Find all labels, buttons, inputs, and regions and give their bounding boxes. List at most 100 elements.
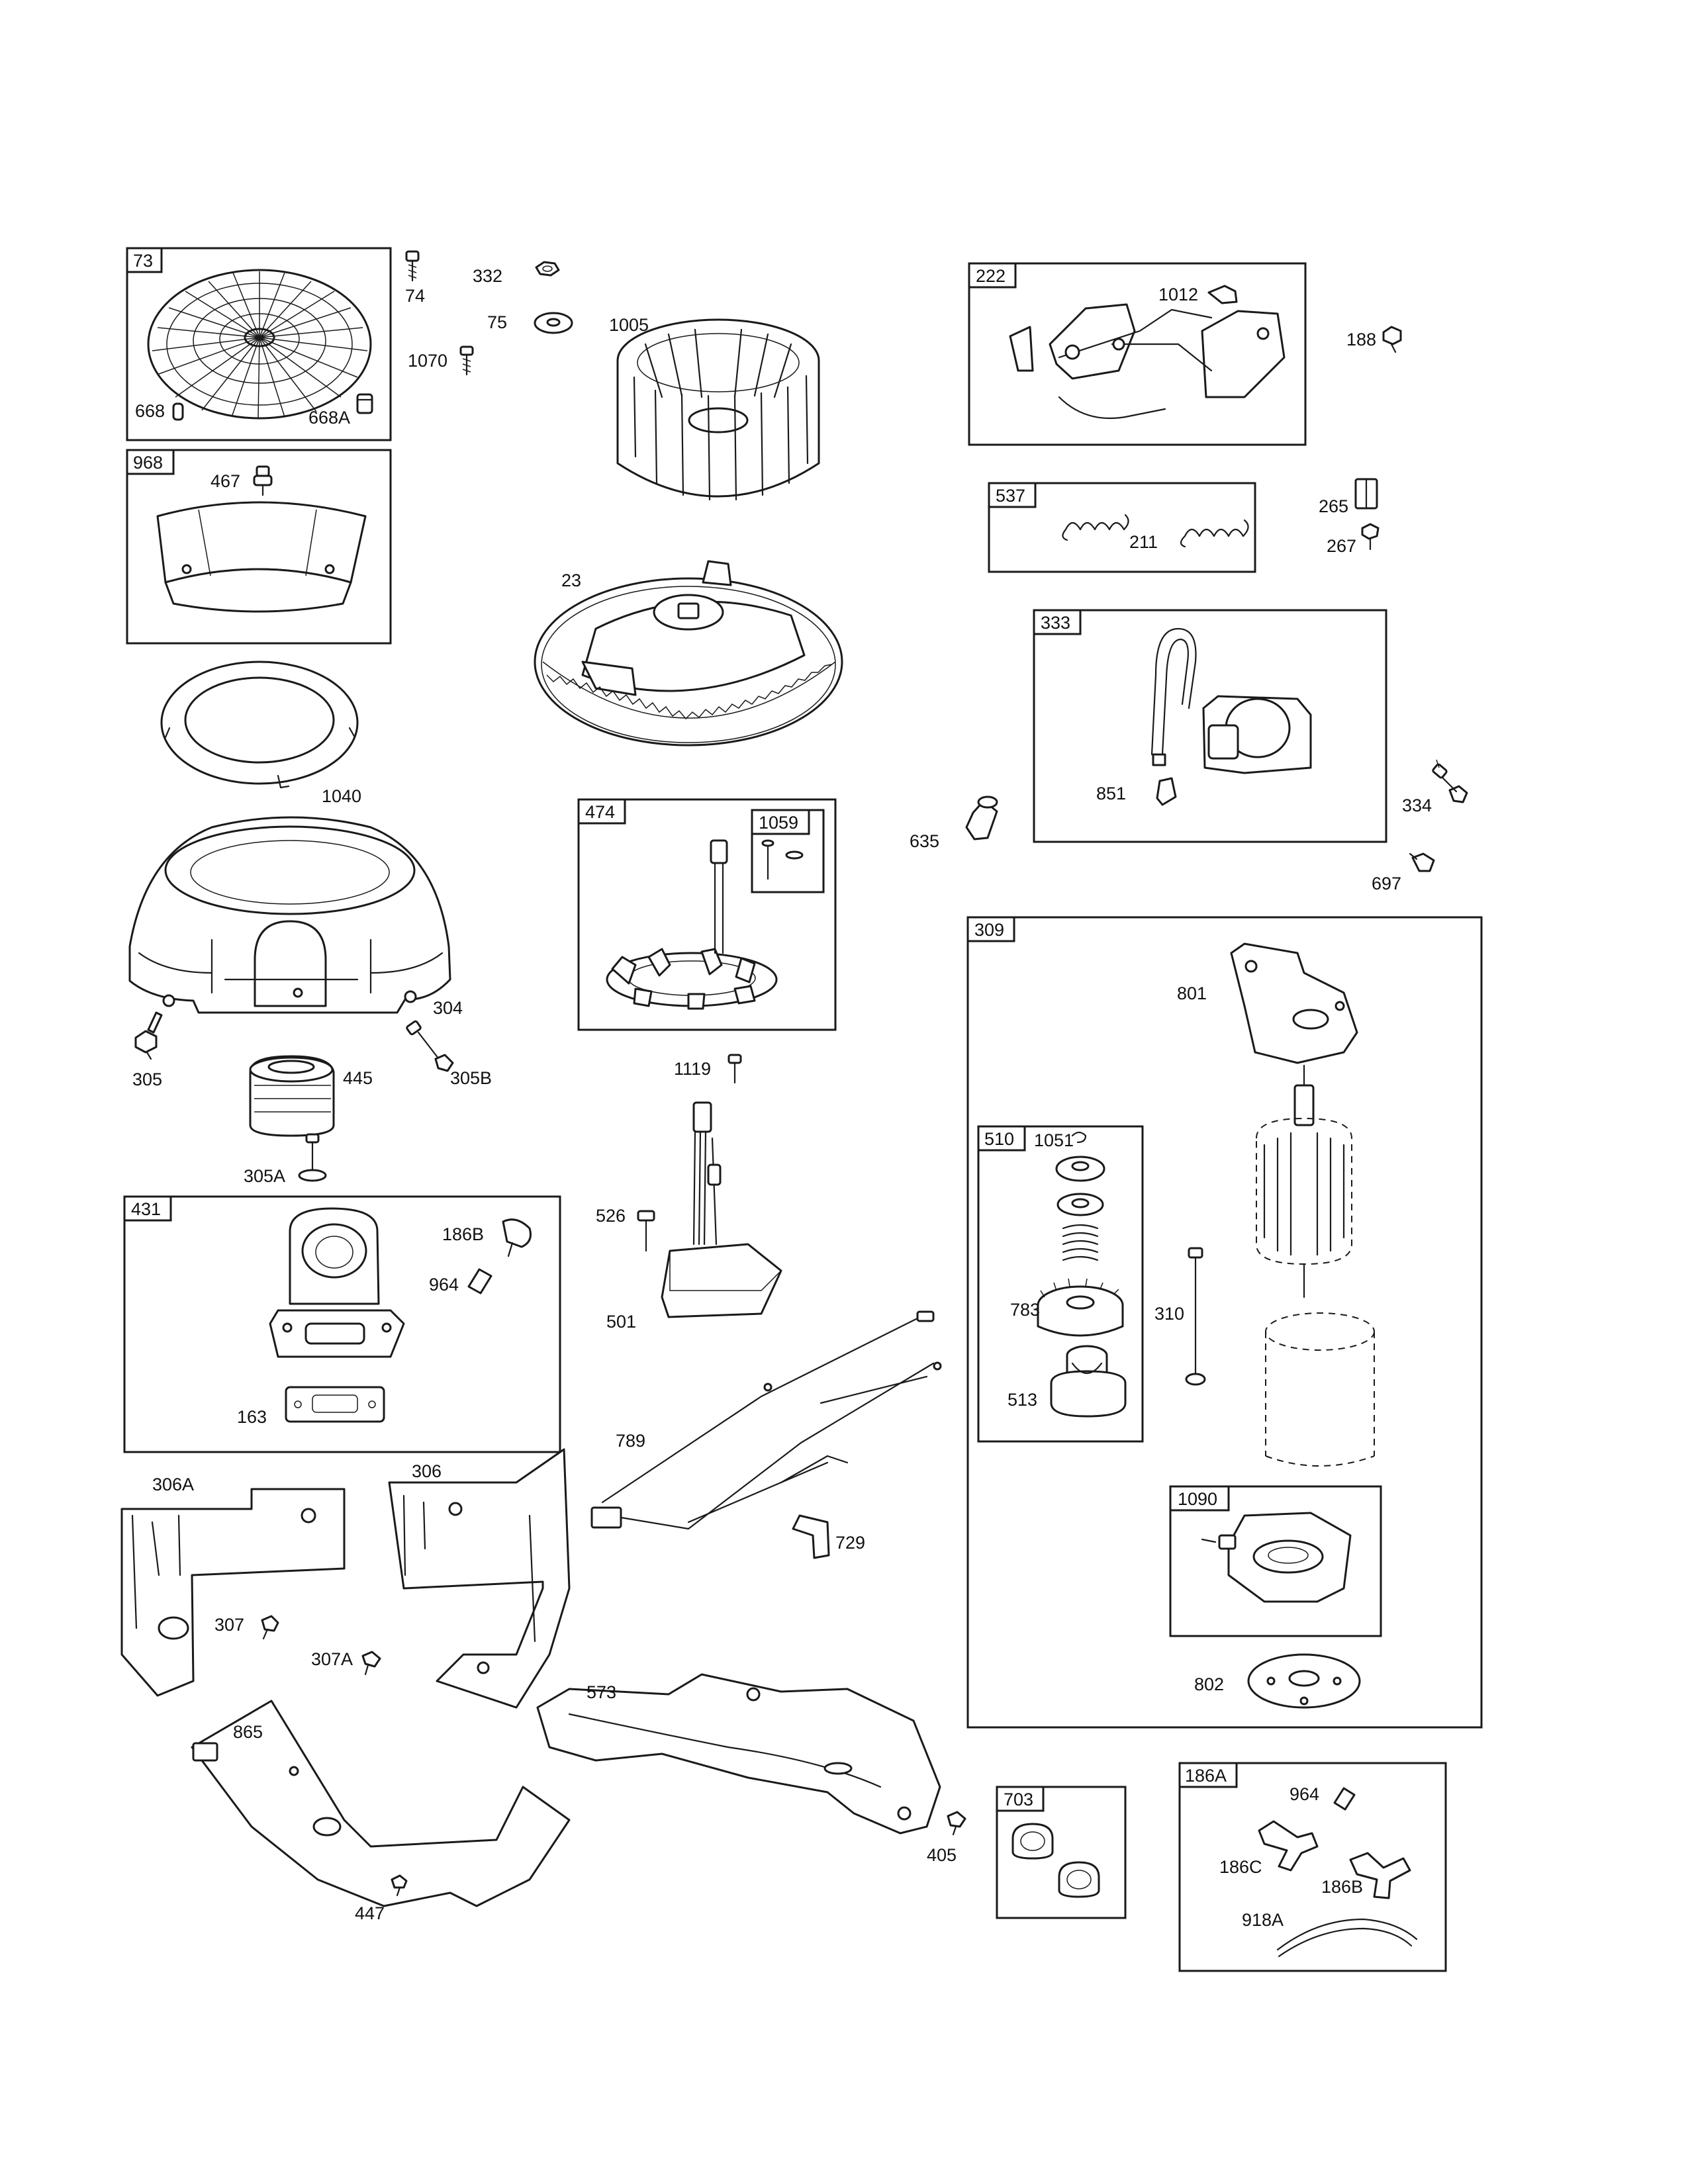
blower-housing-illustration	[128, 816, 451, 1014]
fitting-186C-illustration	[1258, 1820, 1319, 1872]
label-573: 573	[586, 1682, 616, 1702]
wiring-harness-789-illustration	[590, 1310, 942, 1530]
rotating-screen-illustration	[147, 269, 372, 420]
part-668A-illustration	[356, 393, 373, 414]
fitting-186B-illustration	[1349, 1852, 1411, 1899]
box-186A: 186A	[1178, 1762, 1447, 1972]
shroud-968-illustration	[156, 501, 367, 613]
label-265: 265	[1319, 496, 1348, 516]
part-851-illustration	[1156, 777, 1177, 806]
label-783: 783	[1010, 1300, 1040, 1320]
part-1012-illustration	[1207, 285, 1238, 304]
label-1040: 1040	[322, 786, 361, 806]
label-267: 267	[1327, 536, 1356, 556]
label-305B: 305B	[450, 1068, 492, 1088]
box-label-431: 431	[131, 1199, 161, 1219]
label-467: 467	[211, 471, 240, 491]
box-label-186A: 186A	[1185, 1766, 1227, 1786]
box-431: 431	[123, 1195, 561, 1453]
bolt-697-illustration	[1409, 852, 1435, 872]
bolt-1070-illustration	[459, 345, 474, 376]
armature-illustration	[1256, 1064, 1352, 1298]
box-474: 474	[577, 798, 837, 1031]
bolt-267-illustration	[1361, 523, 1380, 551]
label-334: 334	[1402, 796, 1432, 815]
spring-537-left-illustration	[1062, 514, 1129, 541]
label-305: 305	[132, 1069, 162, 1089]
label-1051: 1051	[1034, 1130, 1074, 1150]
gear-783-illustration	[1037, 1278, 1124, 1337]
bolt-305A-illustration	[298, 1133, 327, 1182]
box-510: 510	[977, 1125, 1144, 1443]
label-186C: 186C	[1219, 1857, 1262, 1877]
label-635: 635	[910, 831, 939, 851]
bolt-305B-illustration	[406, 1020, 454, 1072]
label-964: 964	[429, 1275, 459, 1295]
filter-445-illustration	[249, 1055, 335, 1137]
label-304: 304	[433, 998, 463, 1018]
label-729: 729	[835, 1533, 865, 1553]
drive-510-illustration	[1055, 1156, 1105, 1261]
label-801: 801	[1177, 983, 1207, 1003]
gasket-163-illustration	[285, 1386, 385, 1423]
bolt-307A-illustration	[361, 1651, 381, 1676]
clamp-703-illustration	[1011, 1823, 1100, 1898]
nut-332-illustration	[535, 261, 560, 277]
bolt-405-illustration	[947, 1811, 966, 1836]
bolt-526-illustration	[637, 1210, 655, 1252]
box-label-1090: 1090	[1178, 1489, 1217, 1509]
label-1012: 1012	[1158, 285, 1198, 304]
label-186B: 186B	[442, 1224, 484, 1244]
end-cap-802-illustration	[1247, 1653, 1361, 1709]
clip-729-illustration	[792, 1514, 830, 1559]
box-1090: 1090	[1169, 1485, 1382, 1637]
bolt-74-illustration	[405, 250, 420, 282]
label-513: 513	[1008, 1390, 1037, 1410]
box-1059: 1059	[751, 809, 825, 893]
part-265-illustration	[1354, 478, 1378, 510]
bolt-1119-illustration	[727, 1054, 742, 1084]
box-label-703: 703	[1004, 1790, 1033, 1809]
leader-lines	[1436, 759, 1440, 768]
part-186B-illustration	[502, 1218, 532, 1257]
label-445: 445	[343, 1068, 373, 1088]
shroud-306-illustration	[388, 1448, 571, 1709]
label-74: 74	[405, 286, 425, 306]
label-305A: 305A	[244, 1166, 285, 1186]
label-964-b: 964	[1289, 1784, 1319, 1804]
label-865: 865	[233, 1722, 263, 1742]
shroud-306A-illustration	[120, 1488, 346, 1697]
bracket-801-illustration	[1230, 942, 1358, 1064]
ignition-coil-333-illustration	[1150, 627, 1312, 774]
box-label-1059: 1059	[759, 813, 798, 833]
label-306A: 306A	[152, 1475, 194, 1494]
label-163: 163	[237, 1407, 267, 1427]
starter-housing-illustration	[1265, 1312, 1375, 1467]
label-75: 75	[487, 312, 507, 332]
part-964b-illustration	[1333, 1787, 1356, 1811]
box-label-309: 309	[974, 920, 1004, 940]
pinion-513-illustration	[1050, 1345, 1127, 1418]
hose-918A-illustration	[1276, 1918, 1418, 1958]
box-73: 73	[126, 247, 392, 441]
bolt-310-illustration	[1185, 1247, 1206, 1386]
bolt-334-illustration	[1432, 763, 1468, 803]
label-211: 211	[1129, 532, 1158, 552]
box-label-474: 474	[585, 802, 615, 822]
label-310: 310	[1154, 1304, 1184, 1324]
bolt-188-illustration	[1382, 326, 1402, 353]
baffle-573-illustration	[536, 1673, 941, 1835]
label-668A: 668A	[308, 408, 350, 428]
box-label-333: 333	[1041, 613, 1070, 633]
bolt-447-illustration	[391, 1874, 408, 1897]
label-668: 668	[135, 401, 165, 421]
part-467-illustration	[253, 465, 273, 496]
box-label-73: 73	[133, 251, 153, 271]
bolt-307-illustration	[261, 1615, 279, 1640]
baffle-865-illustration	[191, 1700, 571, 1907]
bolt-305-illustration	[134, 1011, 163, 1060]
box-label-510: 510	[984, 1129, 1014, 1149]
screw-1059-illustration	[761, 839, 804, 880]
label-186B-b: 186B	[1321, 1877, 1363, 1897]
part-labels: 74 332 75 1070 668 668A 1005 467 23 1040…	[132, 266, 1432, 1930]
